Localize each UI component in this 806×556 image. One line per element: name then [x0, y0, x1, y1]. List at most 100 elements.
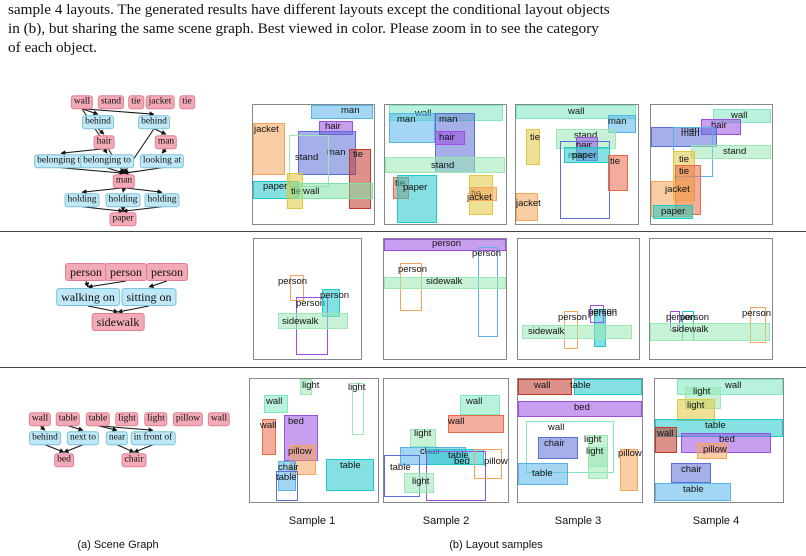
layout-box — [588, 447, 608, 479]
sample-label: Sample 4 — [692, 515, 740, 527]
layout-box-label: tie — [530, 132, 541, 143]
object-node: man — [154, 135, 178, 149]
layout-box-label: paper — [263, 181, 288, 192]
object-node: table — [55, 412, 81, 426]
layout-box-label: tie — [353, 149, 364, 160]
layout-box — [474, 449, 502, 479]
object-node: hair — [93, 135, 115, 149]
layout-box — [478, 247, 498, 337]
layout-box — [326, 459, 374, 491]
layout-box-label: hair — [439, 132, 455, 143]
layout-box — [518, 463, 568, 485]
object-node: person — [105, 263, 147, 281]
sample-label: Sample 1 — [288, 515, 336, 527]
layout-box-label: chair — [544, 438, 565, 449]
object-node: wall — [70, 95, 94, 109]
layout-box-label: jacket — [467, 192, 492, 203]
layout-box-label: stand — [574, 130, 598, 141]
graph-edge — [123, 167, 163, 176]
layout-box — [410, 429, 436, 447]
layout-box-label: person — [278, 276, 308, 287]
layout-box-label: hair — [711, 120, 727, 131]
layout-box-label: pillow — [484, 456, 508, 467]
layout-samples-label: (b) Layout samples — [449, 539, 543, 551]
layout-box-label: pillow — [288, 446, 312, 457]
layout-box-label: hair — [325, 121, 341, 132]
layout-box — [389, 113, 435, 143]
layout-box-label: tie — [610, 156, 621, 167]
layout-box-label: pillow — [618, 448, 642, 459]
layout-box-label: chair — [278, 462, 299, 473]
layout-box-label: man — [439, 114, 458, 125]
layout-panel: wallmantiestandhairmanpapertiejacket — [515, 104, 639, 225]
layout-box-label: tie — [679, 154, 690, 165]
caption-line: sample 4 layouts. The generated results … — [8, 1, 610, 18]
layout-box-label: wall — [260, 420, 277, 431]
graph-edge — [81, 108, 155, 117]
layout-box-label: table — [340, 460, 361, 471]
layout-box-label: tie — [679, 166, 690, 177]
layout-box-label: hair — [576, 140, 592, 151]
graph-edge — [60, 167, 125, 176]
layout-box-label: wall — [657, 428, 674, 439]
layout-box-label: jacket — [516, 198, 541, 209]
layout-box-label: person — [680, 312, 710, 323]
layout-box-label: stand — [295, 152, 319, 163]
relation-node: behind — [82, 115, 114, 129]
layout-box-label: man — [681, 128, 700, 139]
layout-box-label: sidewalk — [282, 316, 319, 327]
layout-box — [518, 379, 572, 395]
graph-edge — [116, 444, 135, 453]
layout-box-label: sidewalk — [528, 326, 565, 337]
layout-box-label: jacket — [665, 184, 690, 195]
relation-node: looking at — [139, 154, 185, 168]
layout-box — [404, 473, 434, 493]
graph-edge — [81, 206, 124, 214]
layout-box-label: person — [558, 312, 588, 323]
layout-box-label: table — [570, 380, 591, 391]
relation-node: holding — [105, 193, 141, 207]
layout-box-label: chair — [681, 464, 702, 475]
graph-edge — [102, 148, 108, 154]
layout-box-label: wall — [534, 380, 551, 391]
graph-edge — [39, 425, 46, 431]
graph-edge — [97, 425, 154, 433]
layout-box-label: man — [341, 105, 360, 116]
layout-box — [262, 419, 276, 455]
object-node: light — [115, 412, 139, 426]
layout-box — [311, 105, 373, 119]
layout-box — [278, 461, 296, 491]
layout-box-label: light — [687, 400, 705, 411]
layout-box-label: light — [412, 476, 430, 487]
layout-box-label: person — [296, 298, 326, 309]
layout-box-label: paper — [572, 150, 597, 161]
layout-box — [655, 427, 677, 453]
layout-box — [298, 131, 356, 175]
layout-box-label: light — [693, 386, 711, 397]
scene-graph-label: (a) Scene Graph — [77, 539, 159, 551]
object-node: stand — [97, 95, 125, 109]
relation-node: behind — [138, 115, 170, 129]
graph-edge — [84, 280, 89, 288]
caption-line: in (b), but sharing the same scene graph… — [8, 20, 599, 37]
relation-node: sitting on — [121, 288, 177, 306]
layout-box-label: table — [276, 472, 297, 483]
layout-box-label: light — [302, 380, 320, 391]
layout-box — [697, 443, 727, 459]
layout-box-label: person — [588, 306, 618, 317]
row-divider — [0, 367, 806, 368]
layout-box-label: sidewalk — [426, 276, 463, 287]
graph-edge — [81, 187, 125, 195]
layout-box-label: stand — [431, 160, 455, 171]
layout-box-label: person — [742, 308, 772, 319]
graph-edge — [122, 206, 163, 214]
relation-node: near — [105, 431, 129, 445]
layout-box — [384, 277, 506, 289]
graph-edge — [123, 187, 163, 195]
relation-node: holding — [64, 193, 100, 207]
layout-box — [384, 239, 506, 251]
layout-box-label: person — [432, 238, 462, 249]
